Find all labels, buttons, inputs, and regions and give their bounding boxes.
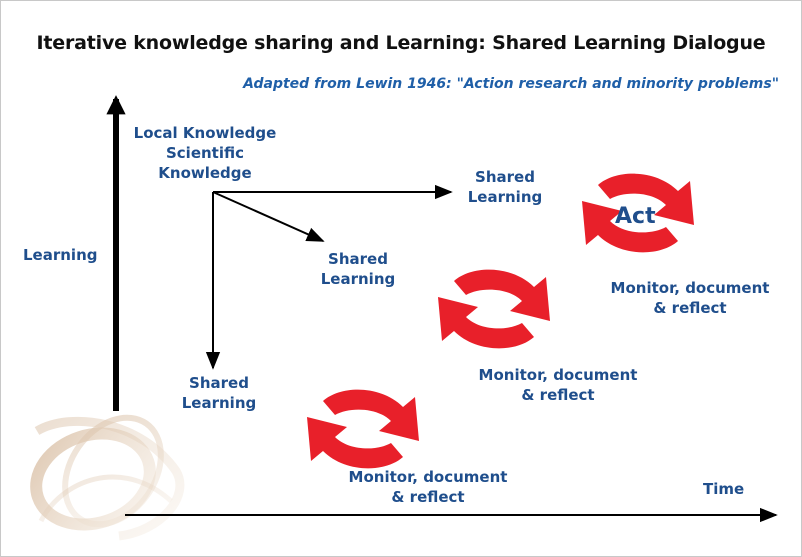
monitor-line1: Monitor, document bbox=[348, 468, 508, 486]
monitor-line2: & reflect bbox=[391, 488, 465, 506]
shared-learning-line1: Shared bbox=[475, 168, 535, 186]
shared-learning-line2: Learning bbox=[467, 188, 543, 206]
monitor-line2: & reflect bbox=[521, 386, 595, 404]
cycle-arrows-2 bbox=[438, 269, 550, 349]
shared-learning-label-right: Shared Learning bbox=[463, 167, 547, 207]
cycle-arrow-bottom bbox=[438, 297, 534, 349]
shared-learning-line1: Shared bbox=[189, 374, 249, 392]
cycle-arrows-3 bbox=[582, 173, 694, 253]
time-axis-label: Time bbox=[703, 480, 745, 498]
decorative-swirl bbox=[30, 414, 185, 541]
monitor-label-2: Monitor, document & reflect bbox=[473, 365, 643, 405]
monitor-line1: Monitor, document bbox=[610, 279, 770, 297]
cycle-arrow-bottom bbox=[307, 417, 403, 469]
shared-learning-line2: Learning bbox=[181, 394, 257, 412]
knowledge-label-line3: Knowledge bbox=[158, 164, 252, 182]
monitor-label-1: Monitor, document & reflect bbox=[343, 467, 513, 507]
knowledge-label-line2: Scientific bbox=[165, 144, 244, 162]
shared-learning-line1: Shared bbox=[328, 250, 388, 268]
monitor-line2: & reflect bbox=[653, 299, 727, 317]
shared-learning-label-bottom: Shared Learning bbox=[177, 373, 261, 413]
knowledge-arrows bbox=[205, 184, 453, 370]
learning-axis-label: Learning bbox=[23, 246, 98, 264]
arrow-to-diagonal-shared bbox=[212, 191, 325, 242]
monitor-label-3: Monitor, document & reflect bbox=[605, 278, 775, 318]
knowledge-label-line1: Local Knowledge bbox=[133, 124, 277, 142]
slide-title: Iterative knowledge sharing and Learning… bbox=[36, 32, 766, 54]
cycle-arrow-top bbox=[454, 269, 550, 321]
knowledge-label: Local Knowledge Scientific Knowledge bbox=[131, 123, 279, 183]
monitor-line1: Monitor, document bbox=[478, 366, 638, 384]
cycle-arrow-top bbox=[598, 173, 694, 225]
cycle-arrows-1 bbox=[307, 389, 419, 469]
act-label: Act bbox=[615, 204, 656, 229]
slide-subtitle: Adapted from Lewin 1946: "Action researc… bbox=[243, 76, 779, 92]
shared-learning-line2: Learning bbox=[320, 270, 396, 288]
shared-learning-label-middle: Shared Learning bbox=[316, 249, 400, 289]
cycle-arrow-top bbox=[323, 389, 419, 441]
cycle-arrow-bottom bbox=[582, 201, 678, 253]
